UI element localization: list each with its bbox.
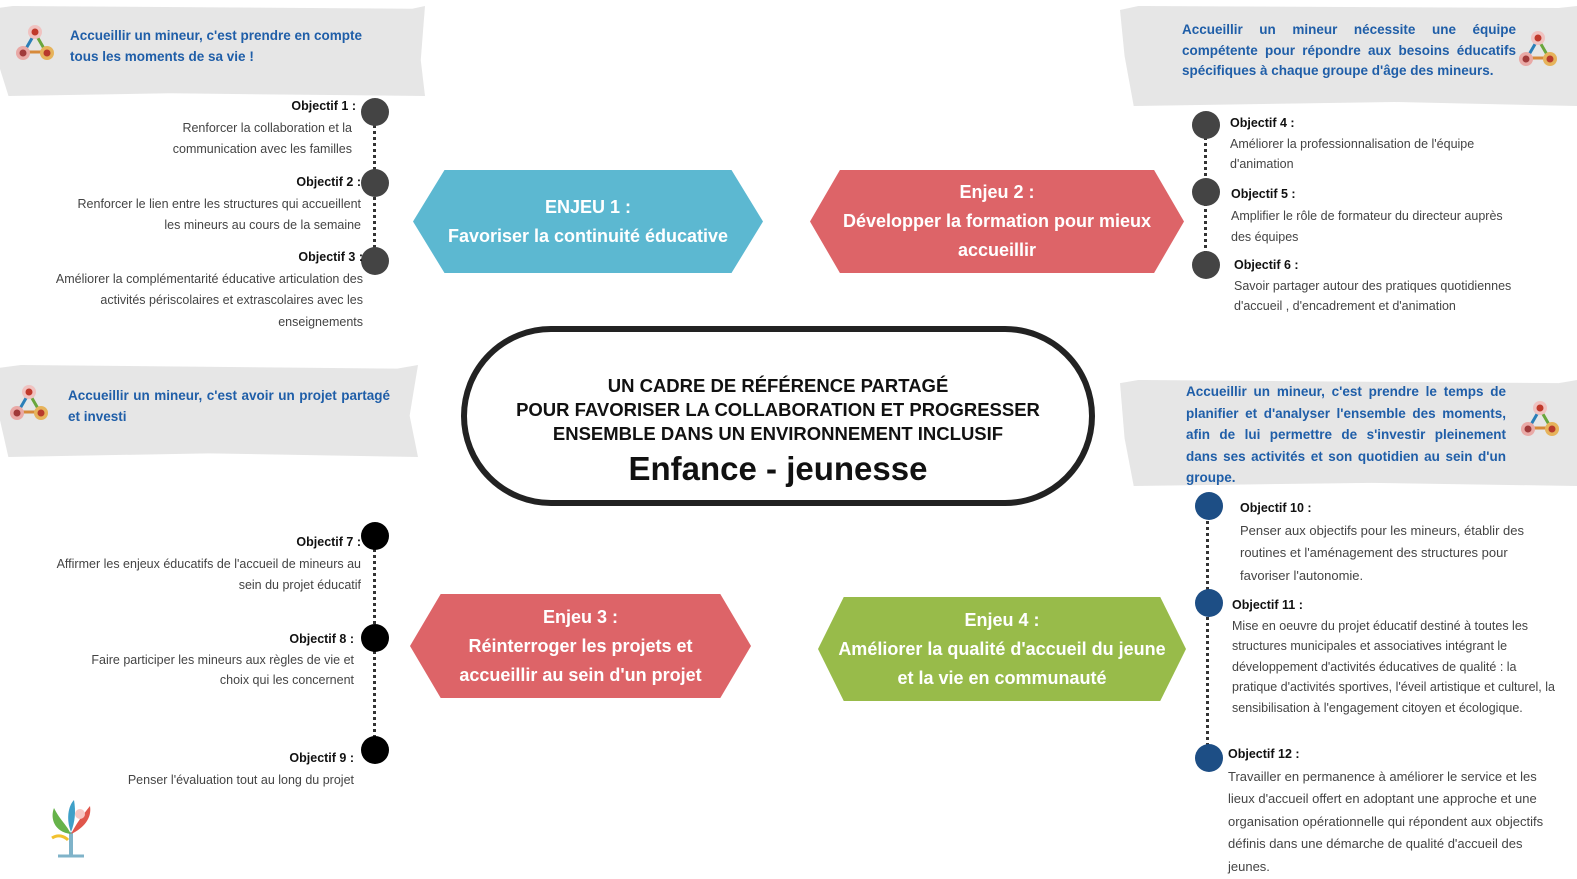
enjeu-3-label: Enjeu 3 : (542, 606, 618, 627)
objectif-7: Objectif 7 : Affirmer les enjeux éducati… (40, 532, 361, 597)
objectif-7-text: Affirmer les enjeux éducatifs de l'accue… (56, 556, 361, 593)
objectif-2-text: Renforcer le lien entre les structures q… (77, 196, 361, 233)
objectif-2: Objectif 2 : Renforcer le lien entre les… (60, 172, 361, 237)
enjeu-3-line1: Réinterroger les projets et (468, 635, 693, 656)
objectif-8-title: Objectif 8 : (289, 632, 354, 646)
objectif-8: Objectif 8 : Faire participer les mineur… (60, 629, 354, 691)
timeline-dot (1192, 111, 1220, 139)
timeline-dot (361, 736, 389, 764)
banner-mid-right-text: Accueillir un mineur, c'est prendre le t… (1186, 384, 1506, 485)
objectif-5: Objectif 5 : Amplifier le rôle de format… (1231, 184, 1511, 249)
objectif-11-text: Mise en oeuvre du projet éducatif destin… (1232, 618, 1555, 715)
objectif-8-text: Faire participer les mineurs aux règles … (91, 652, 354, 688)
objectif-4: Objectif 4 : Améliorer la professionnali… (1230, 113, 1520, 175)
timeline-dot (1192, 178, 1220, 206)
enjeu-2-label: Enjeu 2 : (959, 182, 1035, 202)
enjeu-2-hexagon: Enjeu 2 : Développer la formation pour m… (810, 170, 1184, 273)
objectif-6-title: Objectif 6 : (1234, 258, 1299, 272)
objectif-3: Objectif 3 : Améliorer la complémentarit… (30, 247, 363, 333)
objectif-11-title: Objectif 11 : (1232, 598, 1303, 612)
objectif-4-text: Améliorer la professionnalisation de l'é… (1230, 136, 1475, 172)
timeline-dot (361, 624, 389, 652)
objectif-12-text: Travailler en permanence à améliorer le … (1228, 768, 1544, 874)
timeline-dot (1195, 589, 1223, 617)
objectif-2-title: Objectif 2 : (296, 175, 361, 189)
objectif-5-text: Amplifier le rôle de formateur du direct… (1231, 208, 1503, 245)
timeline-dot (361, 98, 389, 126)
enjeu-2-line2: accueillir (957, 240, 1037, 260)
objectif-1-text: Renforcer la collaboration et la communi… (172, 120, 352, 157)
timeline-dot (361, 169, 389, 197)
network-badge-icon (1517, 29, 1559, 68)
objectif-6-text: Savoir partager autour des pratiques quo… (1234, 278, 1512, 314)
enjeu-2-line1: Développer la formation pour mieux (842, 211, 1152, 231)
enjeu-3-hexagon: Enjeu 3 : Réinterroger les projets et ac… (410, 594, 751, 698)
timeline-dot (361, 247, 389, 275)
enjeu-1-hexagon: ENJEU 1 : Favoriser la continuité éducat… (413, 170, 763, 273)
banner-mid-right (1120, 380, 1577, 486)
banner-top-right-text: Accueillir un mineur nécessite une équip… (1182, 22, 1516, 78)
timeline-dot (361, 522, 389, 550)
objectif-1-title: Objectif 1 : (291, 99, 356, 113)
objectif-9: Objectif 9 : Penser l'évaluation tout au… (90, 748, 354, 791)
objectif-5-title: Objectif 5 : (1231, 187, 1296, 201)
objectif-3-text: Améliorer la complémentarité éducative a… (55, 271, 363, 329)
objectif-3-title: Objectif 3 : (298, 250, 363, 264)
enjeu-4-label: Enjeu 4 : (964, 609, 1040, 630)
enjeu-1-text: Favoriser la continuité éducative (447, 225, 729, 246)
center-subtitle-line2: POUR FAVORISER LA COLLABORATION ET PROGR… (516, 399, 1040, 420)
enjeu-4-line1: Améliorer la qualité d'accueil du jeune (838, 638, 1166, 659)
objectif-12-title: Objectif 12 : (1228, 747, 1300, 761)
banner-top-right (1120, 6, 1577, 106)
objectif-1: Objectif 1 : Renforcer la collaboration … (120, 96, 356, 161)
objectif-9-text: Penser l'évaluation tout au long du proj… (127, 772, 354, 787)
objectif-12: Objectif 12 : Travailler en permanence à… (1228, 743, 1546, 878)
center-title: Enfance - jeunesse (628, 450, 928, 487)
tree-logo-icon (51, 800, 91, 858)
objectif-10-title: Objectif 10 : (1240, 501, 1312, 515)
timeline-connector (1206, 508, 1209, 758)
objectif-6: Objectif 6 : Savoir partager autour des … (1234, 255, 1554, 317)
objectif-7-title: Objectif 7 : (296, 535, 361, 549)
center-subtitle-line1: UN CADRE DE RÉFÉRENCE PARTAGÉ (607, 375, 949, 396)
banner-top-left (0, 6, 425, 96)
network-badge-icon (8, 383, 50, 422)
network-badge-icon (14, 23, 56, 62)
objectif-4-title: Objectif 4 : (1230, 116, 1295, 130)
timeline-dot (1195, 744, 1223, 772)
timeline-dot (1192, 251, 1220, 279)
timeline-dot (1195, 492, 1223, 520)
network-badge-icon (1519, 399, 1561, 438)
enjeu-3-line2: accueillir au sein d'un projet (459, 664, 702, 685)
enjeu-1-label: ENJEU 1 : (544, 196, 632, 217)
enjeu-4-line2: et la vie en communauté (897, 667, 1107, 688)
banner-mid-left-text: Accueillir un mineur, c'est avoir un pro… (68, 388, 390, 424)
objectif-9-title: Objectif 9 : (289, 751, 354, 765)
central-frame: UN CADRE DE RÉFÉRENCE PARTAGÉ POUR FAVOR… (461, 326, 1095, 506)
enjeu-4-hexagon: Enjeu 4 : Améliorer la qualité d'accueil… (818, 597, 1186, 701)
objectif-11: Objectif 11 : Mise en oeuvre du projet é… (1232, 595, 1564, 718)
banner-mid-left (0, 365, 418, 457)
objectif-10: Objectif 10 : Penser aux objectifs pour … (1240, 497, 1552, 587)
banner-top-left-text: Accueillir un mineur, c'est prendre en c… (70, 28, 363, 64)
objectif-10-text: Penser aux objectifs pour les mineurs, é… (1240, 522, 1524, 583)
center-subtitle-line3: ENSEMBLE DANS UN ENVIRONNEMENT INCLUSIF (552, 423, 1004, 444)
